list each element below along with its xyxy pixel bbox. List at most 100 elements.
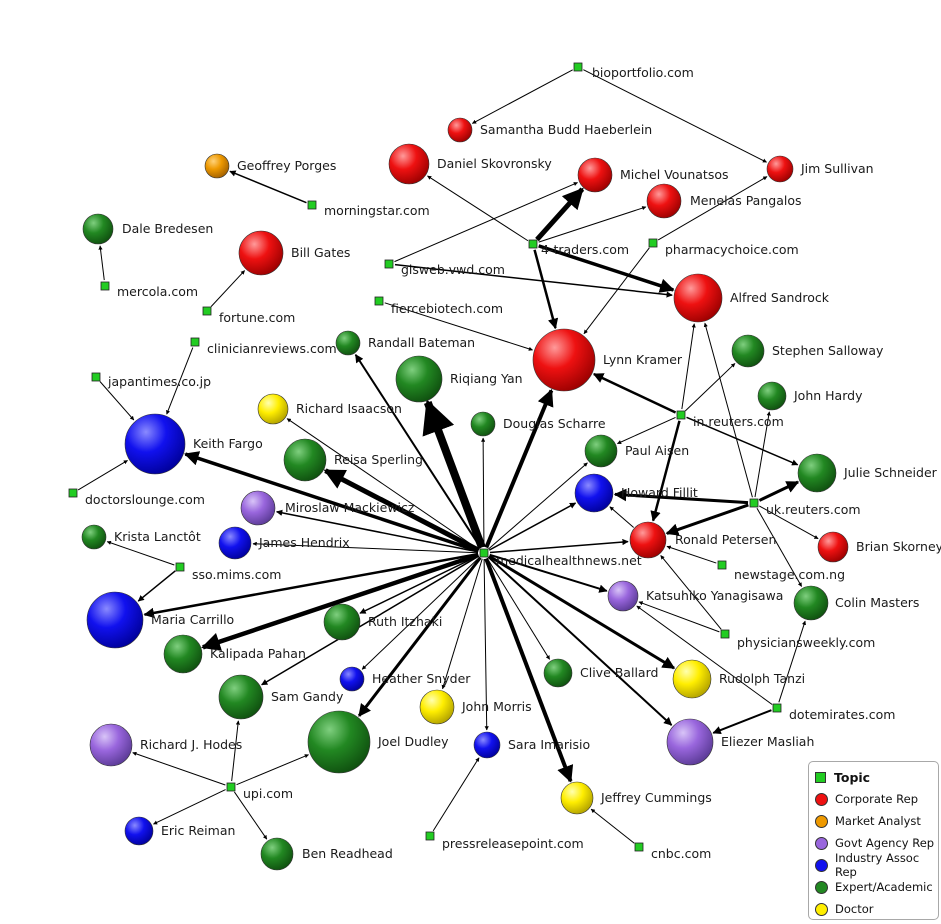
node-brian[interactable] [817, 531, 849, 563]
edge-medicalhealthnews-keith [183, 451, 479, 553]
topic-node-morningstar[interactable] [307, 200, 317, 210]
node-sara[interactable] [473, 731, 501, 759]
node-lynn[interactable] [532, 328, 596, 392]
topic-node-gisweb[interactable] [384, 259, 394, 269]
topic-node-clinicianreviews[interactable] [190, 337, 200, 347]
node-sam[interactable] [218, 674, 264, 720]
node-katsuhiko[interactable] [607, 580, 639, 612]
node-jeffrey[interactable] [560, 781, 594, 815]
topic-node-physiciansweekly[interactable] [720, 629, 730, 639]
label-paul: Paul Aisen [625, 443, 689, 458]
node-eric[interactable] [124, 816, 154, 846]
legend-item-corporate: Corporate Rep [815, 788, 938, 810]
node-ben[interactable] [260, 837, 294, 871]
label-clive: Clive Ballard [580, 665, 658, 680]
edge-inreuters-alfred [681, 323, 696, 410]
node-john-hardy[interactable] [757, 381, 787, 411]
topic-node-upi[interactable] [226, 782, 236, 792]
node-alfred[interactable] [673, 273, 723, 323]
node-maria[interactable] [86, 591, 144, 649]
label-riqiang: Riqiang Yan [450, 371, 523, 386]
edge-dotemirates-colin [778, 620, 806, 703]
node-menelas[interactable] [646, 183, 682, 219]
label-ruth: Ruth Itzhaki [368, 614, 442, 629]
node-heather[interactable] [339, 666, 365, 692]
node-stephen[interactable] [731, 334, 765, 368]
node-colin[interactable] [793, 585, 829, 621]
topic-label-fourtraders: 4-traders.com [541, 242, 629, 257]
edge-medicalhealthnews-richard_isaacson [286, 418, 480, 551]
legend-item-industry: Industry Assoc Rep [815, 851, 938, 879]
label-maria: Maria Carrillo [151, 612, 234, 627]
node-rudolph[interactable] [672, 659, 712, 699]
topic-node-newstage[interactable] [717, 560, 727, 570]
topic-label-newstage: newstage.com.ng [734, 567, 845, 582]
node-miroslaw[interactable] [240, 490, 276, 526]
label-daniel: Daniel Skovronsky [437, 156, 552, 171]
label-richard-isaacson: Richard Isaacson [296, 401, 402, 416]
legend-item-govt: Govt Agency Rep [815, 832, 938, 854]
topic-node-medicalhealthnews[interactable] [479, 548, 489, 558]
node-reisa[interactable] [283, 438, 327, 482]
node-clive[interactable] [543, 658, 573, 688]
node-john-morris[interactable] [419, 689, 455, 725]
node-michel[interactable] [577, 157, 613, 193]
topic-node-pressreleasepoint[interactable] [425, 831, 435, 841]
label-keith: Keith Fargo [193, 436, 263, 451]
node-daniel[interactable] [388, 143, 430, 185]
topic-node-inreuters[interactable] [676, 410, 686, 420]
edge-fiercebiotech-lynn [384, 302, 533, 351]
legend-label: Corporate Rep [835, 792, 918, 806]
node-kalipada[interactable] [163, 634, 203, 674]
node-eliezer[interactable] [666, 718, 714, 766]
node-randall[interactable] [335, 330, 361, 356]
label-ronald: Ronald Petersen [675, 532, 776, 547]
node-krista[interactable] [81, 524, 107, 550]
edge-medicalhealthnews-lynn [484, 388, 554, 549]
node-howard[interactable] [574, 473, 614, 513]
node-douglas[interactable] [470, 411, 496, 437]
topic-node-mercola[interactable] [100, 281, 110, 291]
topic-node-fourtraders[interactable] [528, 239, 538, 249]
node-richard-hodes[interactable] [89, 723, 133, 767]
edge-pressreleasepoint-sara [432, 757, 480, 832]
node-ronald[interactable] [629, 521, 667, 559]
node-riqiang[interactable] [395, 355, 443, 403]
node-geoffrey[interactable] [204, 153, 230, 179]
label-lynn: Lynn Kramer [603, 352, 683, 367]
topic-node-cnbc[interactable] [634, 842, 644, 852]
edge-upi-eric [153, 789, 226, 825]
node-samantha[interactable] [447, 117, 473, 143]
topic-label-pharmacychoice: pharmacychoice.com [665, 242, 799, 257]
topic-node-fortune[interactable] [202, 306, 212, 316]
node-paul[interactable] [584, 434, 618, 468]
node-richard-isaacson[interactable] [257, 393, 289, 425]
node-bill[interactable] [238, 230, 284, 276]
edge-medicalhealthnews-paul [488, 462, 588, 550]
node-dale[interactable] [82, 213, 114, 245]
topic-node-ukreuters[interactable] [749, 498, 759, 508]
topic-node-ssomims[interactable] [175, 562, 185, 572]
label-howard: Howard Fillit [621, 485, 698, 500]
topic-node-bioportfolio[interactable] [573, 62, 583, 72]
node-james[interactable] [218, 526, 252, 560]
topic-node-doctorslounge[interactable] [68, 488, 78, 498]
label-james: James Hendrix [258, 535, 350, 550]
topic-node-fiercebiotech[interactable] [374, 296, 384, 306]
label-geoffrey: Geoffrey Porges [237, 158, 336, 173]
label-richard-hodes: Richard J. Hodes [140, 737, 242, 752]
node-joel[interactable] [307, 710, 371, 774]
node-ruth[interactable] [323, 603, 361, 641]
label-dale: Dale Bredesen [122, 221, 213, 236]
topic-node-dotemirates[interactable] [772, 703, 782, 713]
edge-medicalhealthnews-reisa [323, 468, 480, 553]
topic-node-japantimes[interactable] [91, 372, 101, 382]
node-keith[interactable] [124, 413, 186, 475]
node-julie[interactable] [797, 453, 837, 493]
topic-node-pharmacychoice[interactable] [648, 238, 658, 248]
node-jim[interactable] [766, 155, 794, 183]
edge-bioportfolio-jim [583, 69, 767, 163]
label-joel: Joel Dudley [377, 734, 449, 749]
edge-medicalhealthnews-randall [354, 354, 482, 549]
legend-label: Govt Agency Rep [835, 836, 935, 850]
